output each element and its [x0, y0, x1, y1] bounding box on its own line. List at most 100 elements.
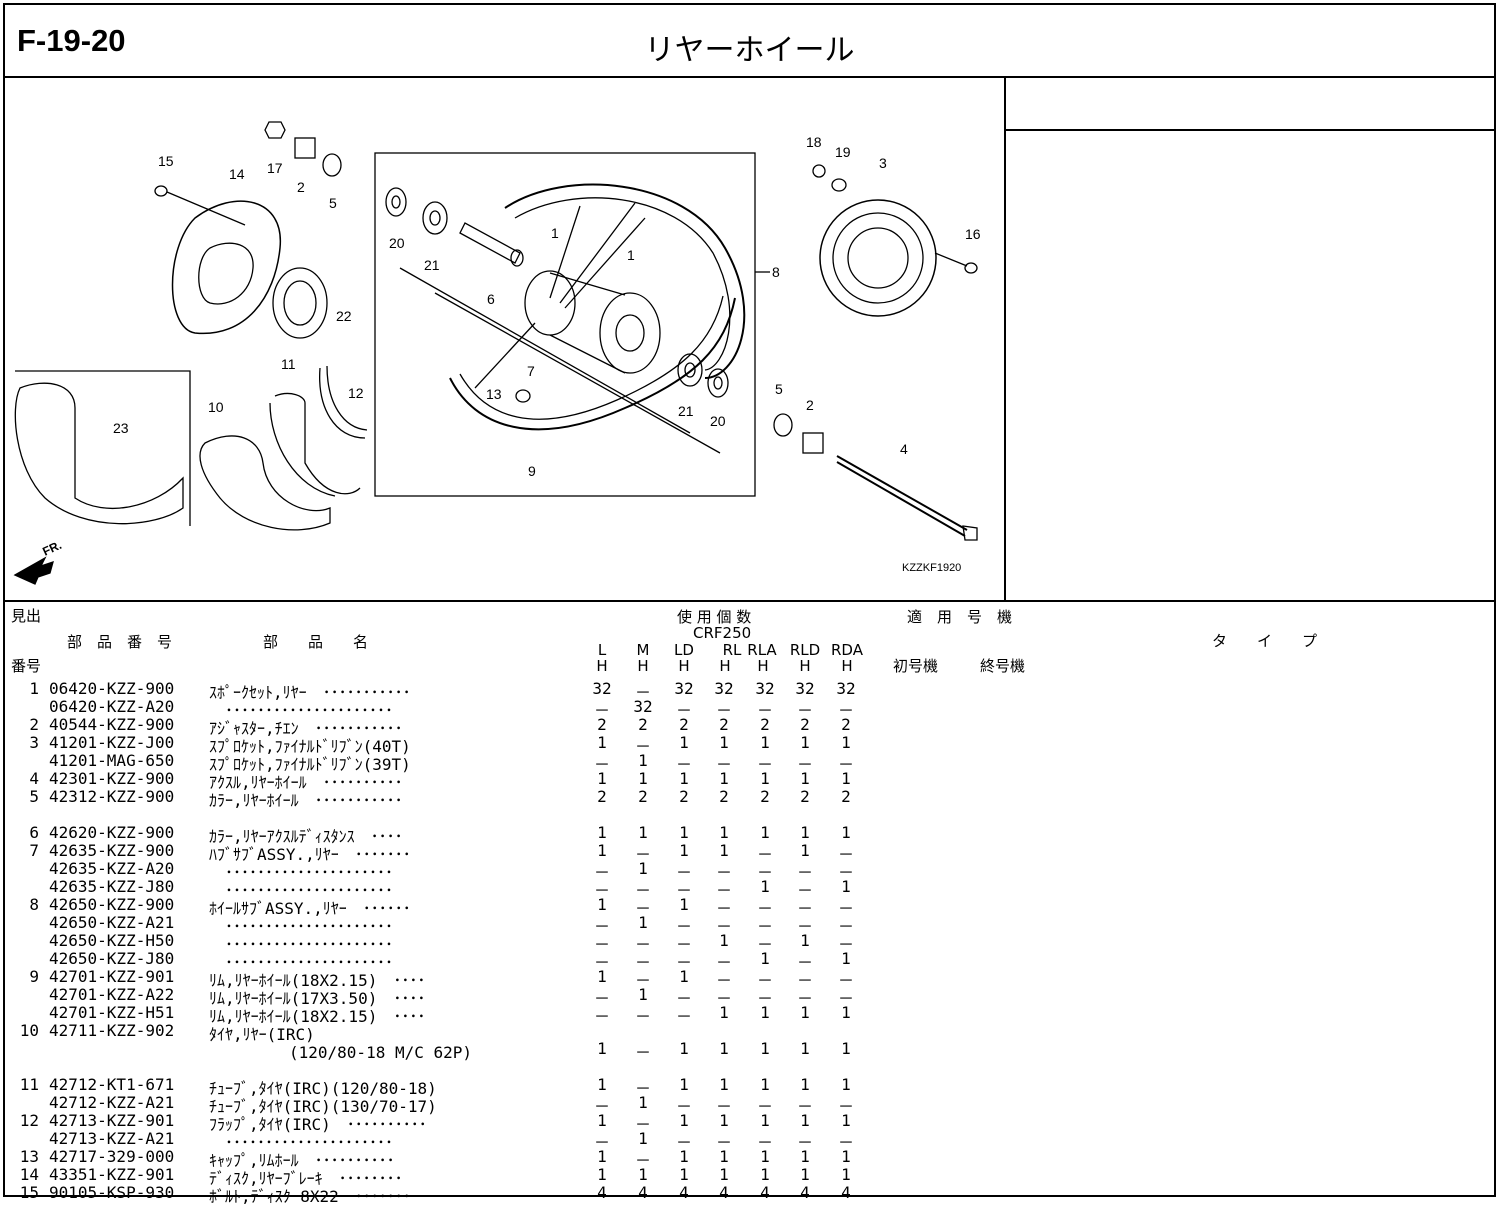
quantity-cell: 1 [597, 1039, 607, 1058]
quantity-cell: － [837, 971, 854, 990]
table-row: 42650-KZZ-J80 ･････････････････････－－－－1… [5, 949, 905, 972]
part-name: ｶﾗｰ,ﾘﾔｰﾎｲｰﾙ ･･･････････ [209, 791, 403, 810]
quantity-cell: 1 [760, 1111, 770, 1130]
part-number: 42650-KZZ-H50 [49, 931, 175, 950]
quantity-cell: 1 [597, 967, 607, 986]
part-number: 42650-KZZ-900 [49, 895, 175, 914]
quantity-cell: 4 [679, 1183, 689, 1202]
quantity-cell: － [634, 953, 651, 972]
ref-number: 14 [19, 1165, 39, 1184]
quantity-cell: － [796, 701, 813, 720]
quantity-cell: － [796, 863, 813, 882]
ref-number: 15 [19, 1183, 39, 1202]
quantity-cell: 1 [638, 1129, 648, 1148]
page-frame: F-19-20 リヤーホイール [3, 3, 1496, 1206]
quantity-cell: － [837, 863, 854, 882]
ref-number: 13 [19, 1147, 39, 1166]
quantity-cell: 1 [719, 1003, 729, 1022]
quantity-cell: 1 [638, 913, 648, 932]
quantity-cell: 1 [760, 1003, 770, 1022]
quantity-cell: 2 [760, 787, 770, 806]
quantity-cell: － [715, 953, 732, 972]
part-name: ･････････････････････ [209, 863, 394, 882]
wheel-group-box [374, 152, 756, 497]
quantity-cell: 1 [719, 931, 729, 950]
quantity-cell: 1 [800, 1039, 810, 1058]
quantity-cell: － [756, 899, 773, 918]
part-name: ｷｬｯﾌﾟ,ﾘﾑﾎｰﾙ ･･････････ [209, 1151, 395, 1170]
quantity-cell: 1 [841, 1147, 851, 1166]
quantity-cell: 1 [841, 1075, 851, 1094]
quantity-cell: 1 [800, 769, 810, 788]
quantity-cell: － [593, 1097, 610, 1116]
part-number: 42701-KZZ-A22 [49, 985, 175, 1004]
callout-1: 1 [551, 225, 559, 241]
quantity-cell: 1 [719, 1039, 729, 1058]
quantity-cell: 2 [679, 787, 689, 806]
part-name: ｽﾎﾟｰｸｾｯﾄ,ﾘﾔｰ ･･･････････ [209, 683, 411, 702]
page-title: リヤーホイール [644, 33, 855, 68]
quantity-cell: － [837, 917, 854, 936]
quantity-cell: － [715, 701, 732, 720]
callout-1b: 1 [627, 247, 635, 263]
quantity-cell: 1 [800, 1165, 810, 1184]
quantity-cell: － [756, 863, 773, 882]
callout-11: 11 [281, 356, 296, 372]
quantity-cell: － [796, 899, 813, 918]
quantity-cell: － [593, 935, 610, 954]
part-number: 41201-MAG-650 [49, 751, 175, 770]
callout-8: 8 [772, 264, 780, 280]
quantity-cell: － [756, 1097, 773, 1116]
quantity-cell: 1 [800, 733, 810, 752]
callout-16: 16 [965, 226, 981, 242]
part-name: ﾁｭｰﾌﾞ,ﾀｲﾔ(IRC)(120/80-18) [209, 1079, 437, 1098]
quantity-cell: － [593, 701, 610, 720]
quantity-cell: － [796, 881, 813, 900]
callout-23: 23 [113, 420, 129, 436]
quantity-cell: － [796, 953, 813, 972]
quantity-cell: － [593, 989, 610, 1008]
quantity-cell: 1 [841, 769, 851, 788]
front-label: FR. [40, 538, 63, 559]
part-name: ﾁｭｰﾌﾞ,ﾀｲﾔ(IRC)(130/70-17) [209, 1097, 437, 1116]
quantity-cell: 1 [760, 1039, 770, 1058]
variant-rld-h: H [799, 657, 811, 675]
ref-number: 5 [29, 787, 39, 806]
variant-rla: RLA [747, 641, 777, 659]
quantity-cell: 1 [597, 1075, 607, 1094]
quantity-cell: 1 [597, 895, 607, 914]
quantity-cell: － [634, 935, 651, 954]
quantity-cell: － [675, 701, 692, 720]
quantity-cell: 2 [719, 787, 729, 806]
quantity-cell: 1 [597, 769, 607, 788]
quantity-cell: 4 [841, 1183, 851, 1202]
table-row: 42650-KZZ-H50 ･････････････････････－－－1－… [5, 931, 905, 954]
quantity-cell: 1 [800, 1111, 810, 1130]
header-usage: 使 用 個 数 [677, 608, 752, 626]
quantity-cell: 1 [638, 751, 648, 770]
callout-21b: 21 [678, 403, 694, 419]
part-number: 06420-KZZ-A20 [49, 697, 175, 716]
callout-20b: 20 [710, 413, 726, 429]
header-type: タ イ プ [1212, 632, 1318, 650]
quantity-cell: 1 [760, 1075, 770, 1094]
header-bango: 番号 [11, 657, 42, 675]
variant-rl-h: H [719, 657, 731, 675]
part-name: ･････････････････････ [209, 953, 394, 972]
quantity-cell: 1 [800, 841, 810, 860]
quantity-cell: － [634, 737, 651, 756]
variant-rld: RLD [789, 641, 821, 659]
callout-12: 12 [348, 385, 364, 401]
ref-number: 2 [29, 715, 39, 734]
quantity-cell: 1 [841, 1165, 851, 1184]
callout-2b: 2 [806, 397, 814, 413]
quantity-cell: － [715, 917, 732, 936]
quantity-cell: 1 [679, 1111, 689, 1130]
quantity-cell: － [634, 1151, 651, 1170]
